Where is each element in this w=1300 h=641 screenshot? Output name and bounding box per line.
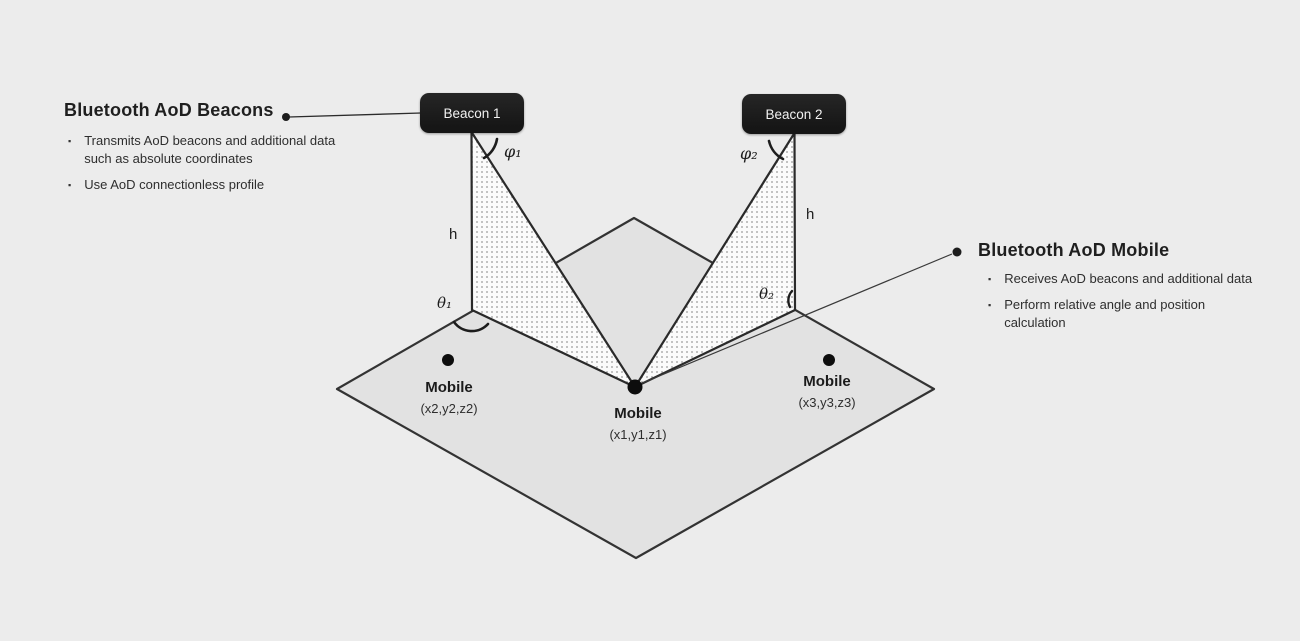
beacon1-label: Beacon 1 — [443, 105, 501, 121]
mobile-left-label: Mobile (x2,y2,z2) — [420, 379, 477, 417]
beacons-panel-title: Bluetooth AoD Beacons — [64, 100, 274, 120]
mobile-right-name: Mobile — [803, 373, 851, 390]
mobile-right-label: Mobile (x3,y3,z3) — [798, 373, 855, 411]
bullet-icon: ▪ — [988, 300, 992, 310]
beacons-annotation-panel: Bluetooth AoD Beacons ▪ Transmits AoD be… — [64, 100, 374, 194]
bullet-text: Receives AoD beacons and additional data — [1004, 271, 1253, 286]
bullet-text: Transmits AoD beacons and additional dat… — [84, 133, 336, 166]
beacon1-box: Beacon 1 — [420, 93, 524, 133]
beacon1-cone — [470, 130, 637, 389]
bullet-icon: ▪ — [988, 274, 992, 284]
mobile-panel-title: Bluetooth AoD Mobile — [978, 240, 1170, 260]
beacons-callout-dot — [282, 113, 290, 121]
phi2-angle-arc — [767, 139, 785, 161]
theta2-angle-arc — [787, 289, 794, 309]
list-item: ▪ Use AoD connectionless profile — [68, 176, 374, 194]
mobile-center-name: Mobile — [614, 405, 662, 422]
phi1-label: φ₁ — [504, 142, 522, 161]
bullet-text: Perform relative angle and position calc… — [1004, 297, 1206, 330]
list-item: ▪ Receives AoD beacons and additional da… — [988, 270, 1270, 288]
mobile-right-dot — [823, 354, 835, 366]
mobile-left-coords: (x2,y2,z2) — [420, 401, 478, 416]
mobile-callout-dot — [952, 247, 962, 257]
beacon2-label: Beacon 2 — [765, 106, 823, 122]
list-item: ▪ Transmits AoD beacons and additional d… — [68, 132, 374, 168]
mobile-center-dot — [627, 379, 643, 395]
mobile-right-coords: (x3,y3,z3) — [798, 395, 856, 410]
bullet-icon: ▪ — [68, 180, 72, 190]
list-item: ▪ Perform relative angle and position ca… — [988, 296, 1270, 332]
beacons-bullet-list: ▪ Transmits AoD beacons and additional d… — [64, 132, 374, 194]
height-label-right: h — [806, 206, 815, 223]
height-label-left: h — [449, 226, 458, 243]
theta1-label: θ₁ — [437, 294, 453, 312]
bullet-text: Use AoD connectionless profile — [84, 177, 265, 192]
mobile-left-dot — [442, 354, 454, 366]
phi2-label: φ₂ — [740, 144, 758, 163]
beacon2-cone — [633, 131, 797, 389]
mobile-bullet-list: ▪ Receives AoD beacons and additional da… — [978, 270, 1270, 332]
theta2-label: θ₂ — [759, 285, 775, 303]
theta1-angle-arc — [452, 320, 490, 333]
beacons-callout-line — [288, 112, 422, 118]
mobile-left-name: Mobile — [425, 379, 473, 396]
beacon2-box: Beacon 2 — [742, 94, 846, 134]
bullet-icon: ▪ — [68, 136, 72, 146]
mobile-center-label: Mobile (x1,y1,z1) — [609, 405, 666, 443]
mobile-center-coords: (x1,y1,z1) — [609, 427, 667, 442]
mobile-callout-line — [639, 253, 953, 385]
phi1-angle-arc — [482, 137, 499, 160]
mobile-annotation-panel: Bluetooth AoD Mobile ▪ Receives AoD beac… — [978, 240, 1270, 332]
